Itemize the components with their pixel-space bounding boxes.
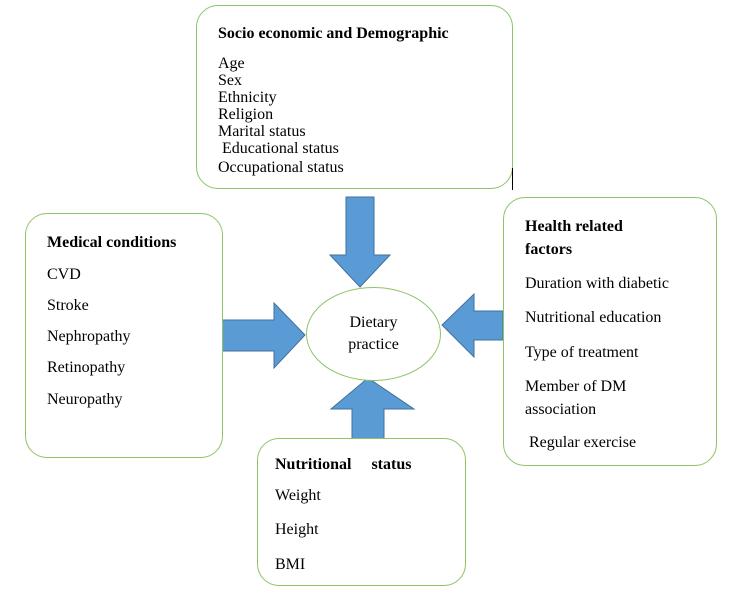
list-item: Age [218,55,245,72]
list-item: Member of DM [525,378,627,395]
arrow-down-icon [328,196,392,288]
list-item: Neuropathy [47,391,123,408]
socio-economic-box: Socio economic and Demographic Age Sex E… [196,5,513,189]
list-item: Sex [218,72,242,89]
nutritional-status-box: Nutritional status Weight Height BMI [257,438,466,586]
list-item: Occupational status [218,159,344,176]
list-item: Retinopathy [47,359,126,376]
health-related-box: Health related factors Duration with dia… [503,197,717,466]
list-item: association [525,401,597,418]
nutritional-status-title: Nutritional status [275,456,412,473]
text-cursor [512,168,513,190]
arrow-left-icon [441,292,504,359]
dietary-practice-node: Dietary practice [306,287,441,381]
list-item: Regular exercise [525,434,637,451]
list-item: Height [275,521,319,538]
health-related-title-line2: factors [525,241,573,258]
arrow-right-icon [221,301,306,370]
list-item: Nutritional education [525,309,662,326]
list-item: Type of treatment [525,344,639,361]
medical-conditions-title: Medical conditions [47,234,177,251]
center-label-line2: practice [348,336,399,353]
list-item: BMI [275,556,306,573]
list-item: CVD [47,266,81,283]
list-item: Stroke [47,297,89,314]
list-item: Ethnicity [218,89,277,106]
socio-economic-title: Socio economic and Demographic [218,25,449,42]
health-related-title-line1: Health related [525,218,623,235]
list-item: Religion [218,106,274,123]
center-label-line1: Dietary [349,314,398,331]
medical-conditions-box: Medical conditions CVD Stroke Nephropath… [25,213,223,458]
arrow-up-icon [329,377,416,441]
list-item: Marital status [218,123,306,140]
list-item: Nephropathy [47,328,131,345]
list-item: Weight [275,487,321,504]
list-item: Duration with diabetic [525,275,669,292]
list-item: Educational status [218,140,339,157]
